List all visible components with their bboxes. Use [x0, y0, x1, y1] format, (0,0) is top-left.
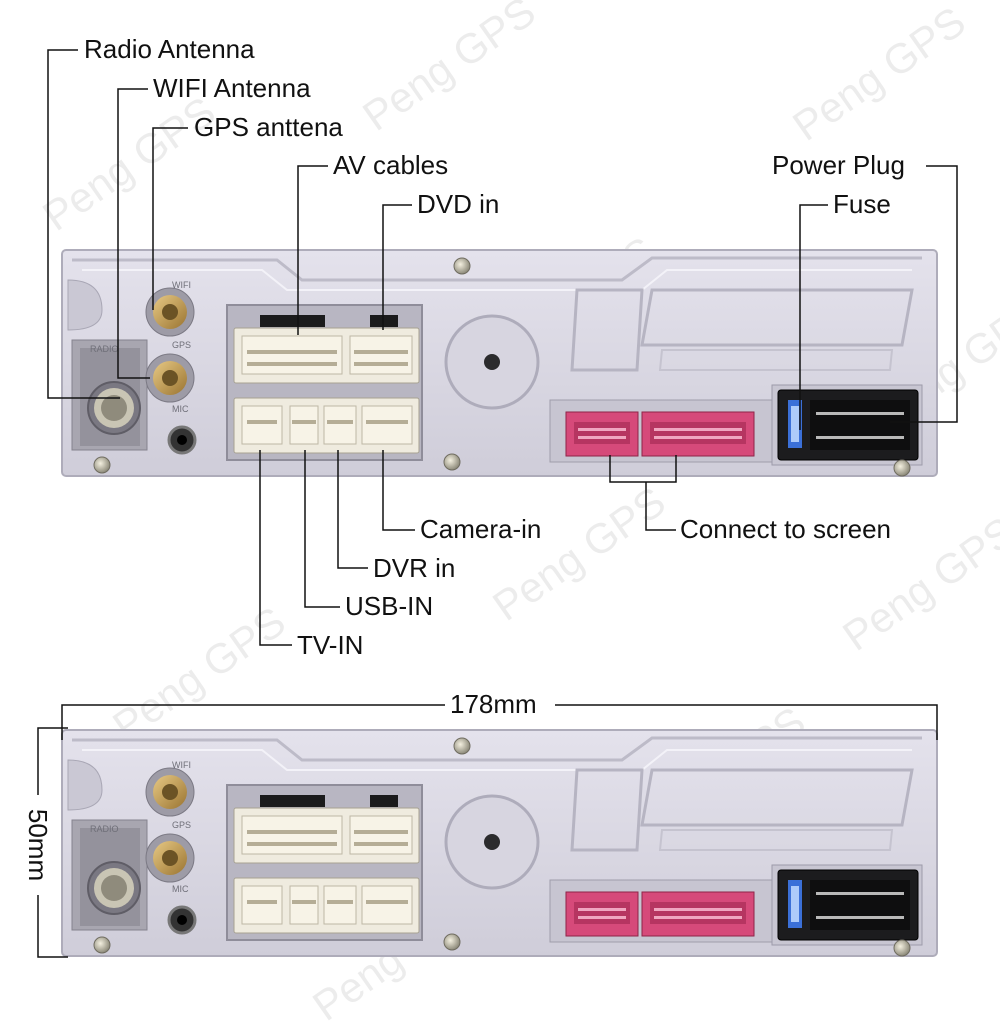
label-dvd-in: DVD in	[417, 189, 500, 219]
head-unit-rear-panel-bottom: WIFI GPS RADIO MIC	[60, 728, 939, 958]
label-av-cables: AV cables	[333, 150, 449, 180]
diagram-svg: WIFI GPS RADIO MIC WIFI GPS RADIO MIC	[37, 49, 958, 958]
panel-marking-wifi: WIFI	[172, 760, 191, 770]
label-radio-antenna: Radio Antenna	[84, 34, 255, 64]
label-camera-in: Camera-in	[420, 514, 542, 544]
panel-marking-mic: MIC	[172, 404, 189, 414]
head-unit-rear-panel-top: WIFI GPS RADIO MIC	[60, 248, 939, 478]
leader-lines	[37, 49, 958, 958]
label-tv-in: TV-IN	[297, 630, 364, 660]
panel-marking-radio: RADIO	[90, 344, 119, 354]
dimension-height-label: 50mm	[23, 808, 53, 882]
label-usb-in: USB-IN	[345, 591, 434, 621]
panel-marking-gps: GPS	[172, 820, 191, 830]
label-gps-antenna: GPS anttena	[194, 112, 343, 142]
panel-marking-wifi: WIFI	[172, 280, 191, 290]
panel-marking-mic: MIC	[172, 884, 189, 894]
label-connect-to-screen: Connect to screen	[680, 514, 892, 544]
panel-marking-gps: GPS	[172, 340, 191, 350]
label-fuse: Fuse	[833, 189, 891, 219]
dimension-width-label: 178mm	[450, 689, 537, 719]
diagram-stage: Peng GPS Peng GPS Peng GPS Peng GPS Peng…	[23, 0, 1000, 1030]
label-dvr-in: DVR in	[373, 553, 456, 583]
label-power-plug: Power Plug	[772, 150, 905, 180]
label-wifi-antenna: WIFI Antenna	[153, 73, 311, 103]
panel-marking-radio: RADIO	[90, 824, 119, 834]
